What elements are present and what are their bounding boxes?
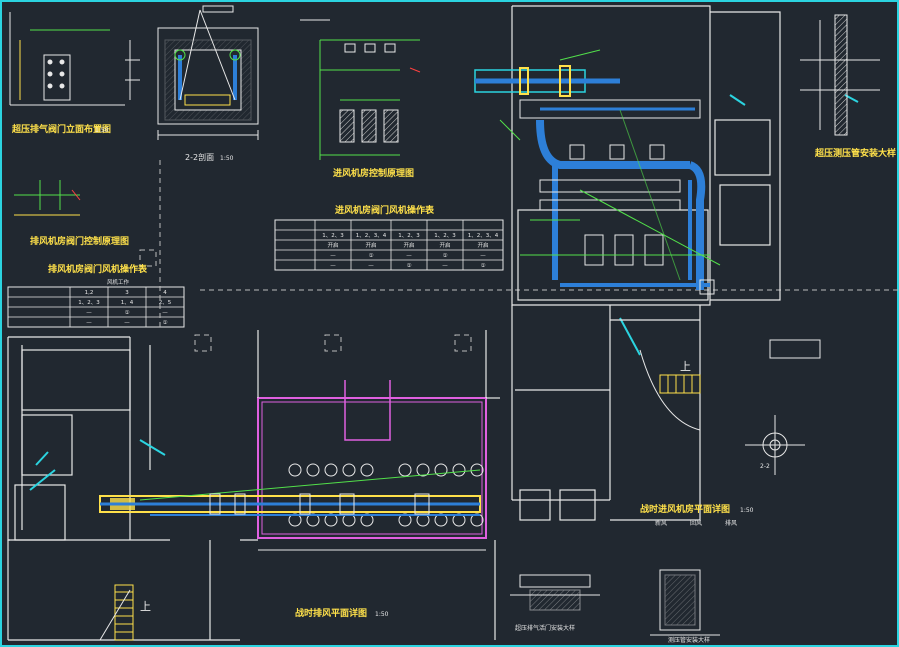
supply-table-cell-r3-c2: ① xyxy=(369,253,374,259)
supply-table-cell-r4-c5: ① xyxy=(481,263,486,269)
supply-table-cell-r1-c3: 1、2、3 xyxy=(398,233,420,239)
supply-table-cell-r4-c3: ① xyxy=(407,263,412,269)
supply-table-cell-r2-c3: 开启 xyxy=(403,241,414,249)
supply-table-cell-r1-c1: 1、2、3 xyxy=(322,233,344,239)
title-exhaust-plan: 战时排风平面详图 xyxy=(295,607,367,619)
supply-table-cell-r4-c4: — xyxy=(442,263,448,269)
exhaust-table-cell-r2-c2: ① xyxy=(125,310,130,316)
floor-drain-circle xyxy=(342,463,356,477)
title-exhaust-control: 排风机房阀门控制原理图 xyxy=(30,235,129,247)
floor-drain-circle xyxy=(288,463,302,477)
supply-table-cell-r2-c5: 开启 xyxy=(477,241,488,249)
legend-supply-air: 新风 xyxy=(655,519,667,527)
valve-elevation-detail xyxy=(9,12,140,106)
supply-duct-network xyxy=(474,49,721,295)
floor-drain-circle xyxy=(324,463,338,477)
title-section-2-2: 2-2剖面 xyxy=(185,152,214,162)
supply-table-cell-r4-c1: — xyxy=(330,263,336,269)
exhaust-plan-walls xyxy=(7,330,500,641)
floor-drain-circle xyxy=(470,463,484,477)
title-supply-table: 进风机房阀门风机操作表 xyxy=(335,204,435,216)
exhaust-table-cell-r0-c1: 1,2 xyxy=(85,290,94,296)
exhaust-table-cell-r1-c3: 2、5 xyxy=(159,300,172,306)
title-exhaust-table: 排风机房阀门风机操作表 xyxy=(48,263,148,275)
stair-up-label-left: 上 xyxy=(140,600,151,613)
title-section-2-2-scale: 1:50 xyxy=(220,155,234,162)
exhaust-table-cell-r2-c3: — xyxy=(162,310,168,316)
floor-drain-circle xyxy=(306,463,320,477)
stair-up-label-right: 上 xyxy=(680,360,691,373)
supply-table-cell-r3-c3: — xyxy=(406,253,412,259)
exhaust-table-cell-r1-c2: 1、4 xyxy=(121,300,134,306)
pressure-pipe-detail xyxy=(510,14,880,636)
exhaust-table-cell-r3-c3: ① xyxy=(163,320,168,326)
exhaust-duct-run xyxy=(99,469,486,551)
exhaust-table-top-header: 风机工作 xyxy=(107,278,130,286)
section-2-2 xyxy=(157,5,259,140)
drawing-labels: 超压排气阀门立面布置图 1:50 2-2剖面 1:50 进风机房控制原理图 排风… xyxy=(11,123,896,644)
floor-drain-circle xyxy=(452,463,466,477)
title-supply-room-plan-scale: 1:50 xyxy=(740,507,754,514)
supply-control-schematic xyxy=(300,19,421,160)
title-pressure-pipe-detail: 超压测压管安装大样 xyxy=(814,147,896,159)
supply-table-cell-r1-c4: 1、2、3 xyxy=(434,233,456,239)
exhaust-table-cell-r3-c1: — xyxy=(86,320,92,326)
title-supply-control: 进风机房控制原理图 xyxy=(333,167,414,179)
floor-drain-circle xyxy=(434,463,448,477)
stair-left xyxy=(99,584,134,641)
exhaust-table-cell-r0-c3: 4 xyxy=(163,290,167,296)
supply-table-cell-r1-c2: 1、2、3、4 xyxy=(356,233,387,239)
supply-table-cell-r2-c1: 开启 xyxy=(327,241,338,249)
exhaust-table-cell-r3-c2: — xyxy=(124,320,130,326)
exhaust-table-cell-r2-c1: — xyxy=(86,310,92,316)
supply-table-cell-r4-c2: — xyxy=(368,263,374,269)
supply-table-cell-r2-c2: 开启 xyxy=(365,241,376,249)
title-supply-room-plan: 战时进风机房平面详图 xyxy=(640,503,730,515)
exhaust-table-cell-r0-c2: 3 xyxy=(125,290,129,296)
stair-right xyxy=(639,349,701,431)
title-valve-elevation: 超压排气阀门立面布置图 xyxy=(11,123,111,135)
floor-drain-circle xyxy=(360,463,374,477)
supply-table-cell-r2-c4: 开启 xyxy=(439,241,450,249)
legend-return-air: 回风 xyxy=(690,520,702,527)
title-valve-elevation-scale: 1:50 xyxy=(95,127,109,134)
legend-exhaust-air: 排风 xyxy=(725,519,737,527)
section-mark-label: 2-2 xyxy=(760,463,770,470)
exhaust-table-cell-r1-c1: 1、2、3 xyxy=(78,300,100,306)
title-exhaust-plan-scale: 1:50 xyxy=(375,611,389,618)
floor-drain-circle xyxy=(398,463,412,477)
supply-table-cell-r3-c4: ① xyxy=(443,253,448,259)
exhaust-control-schematic xyxy=(14,180,81,216)
supply-operation-table: 1、2、3 1、2、3、4 1、2、3 1、2、3 1、2、3、4 开启 开启 开启 开启 开启 —… xyxy=(274,219,504,271)
supply-table-cell-r3-c1: — xyxy=(330,253,336,259)
supply-table-cell-r3-c5: — xyxy=(480,253,486,259)
exhaust-operation-table: 风机工作 1,2 3 4 1、2、3 1、4 2、5 — ① — — — ① xyxy=(7,278,185,328)
cyan-door-markers xyxy=(29,94,859,491)
floor-drain-circle xyxy=(416,463,430,477)
dashed-column-outlines xyxy=(139,160,899,352)
subtitle-valve-detail: 超压排气活门安装大样 xyxy=(515,624,575,632)
subtitle-pipe-detail: 测压管安装大样 xyxy=(668,636,710,644)
supply-table-cell-r1-c5: 1、2、3、4 xyxy=(468,233,499,239)
